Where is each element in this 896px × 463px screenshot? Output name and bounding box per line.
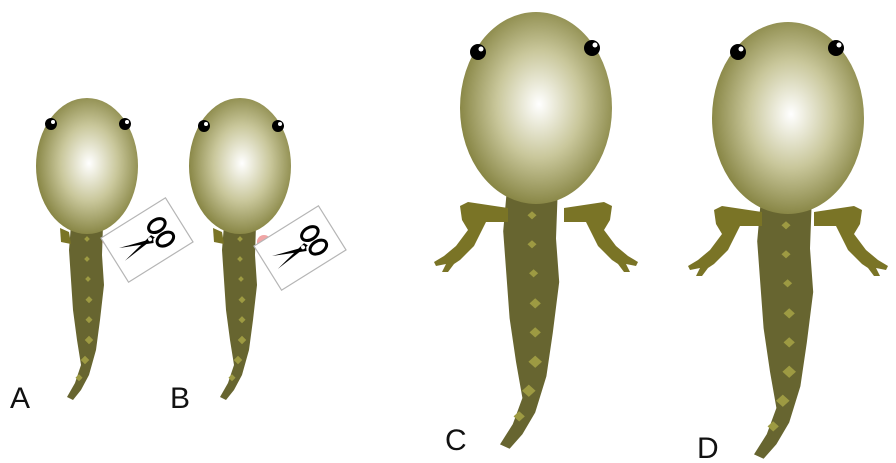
left-leg [688,206,762,276]
eye-right [828,40,844,56]
right-leg [814,206,888,276]
eye-right [119,118,131,130]
tadpole-d [688,22,888,459]
eye-left [470,44,486,60]
tadpole-b [189,98,346,400]
left-leg [434,202,508,272]
tail [500,195,559,449]
tail [220,225,257,400]
panel-label-d: D [697,432,719,463]
eye-left [730,44,746,60]
eye-right [272,120,284,132]
panel-label-c: C [445,424,467,457]
tadpole-c [434,12,638,449]
tadpole-a [36,98,193,400]
limb-stub [213,228,224,244]
tail [754,205,813,459]
limb-stub [60,228,71,244]
panel-label-a: A [10,382,30,415]
panel-label-b: B [170,382,190,415]
eye-left [198,120,210,132]
tail [67,225,104,400]
right-leg [564,202,638,272]
eye-right [584,40,600,56]
eye-left [45,118,57,130]
tadpole-body [189,98,291,234]
